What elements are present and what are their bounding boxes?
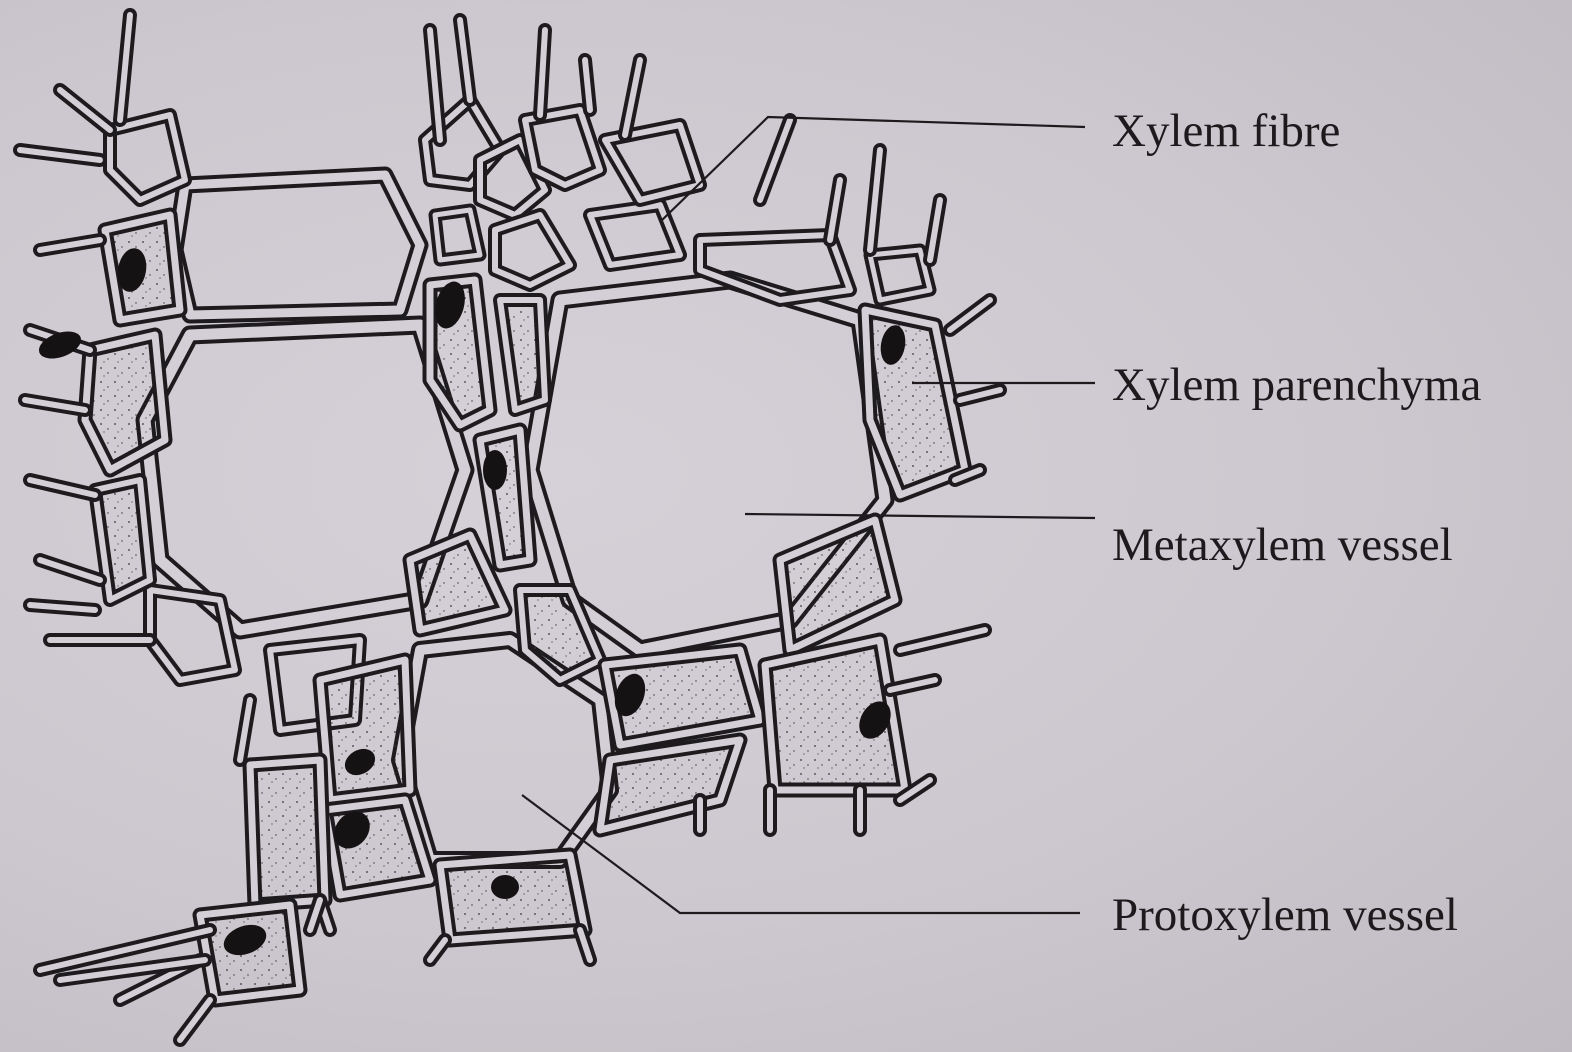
cell-wall-stub: [950, 300, 990, 330]
label-xylem-parenchyma: Xylem parenchyma: [1112, 362, 1481, 409]
xylem-fibre: [525, 110, 600, 185]
xylem-parenchyma: [320, 660, 410, 800]
xylem-fibre: [150, 590, 235, 680]
xylem-parenchyma: [440, 855, 585, 940]
xylem-fibre: [435, 210, 480, 260]
label-metaxylem-vessel: Metaxylem vessel: [1112, 522, 1453, 569]
nucleus: [491, 875, 519, 899]
label-xylem-fibre: Xylem fibre: [1112, 108, 1340, 155]
xylem-fibre: [495, 215, 570, 285]
xylem-parenchyma: [325, 800, 430, 895]
xylem-parenchyma: [780, 520, 895, 650]
cell-wall-stub: [760, 120, 790, 200]
xylem-fibre: [870, 250, 930, 300]
xylem-parenchyma: [85, 335, 165, 470]
xylem-parenchyma: [250, 760, 325, 905]
xylem-fibre: [590, 205, 680, 265]
xylem-fibre: [110, 115, 185, 200]
nucleus: [483, 450, 507, 490]
metaxylem-vessel-top-left: [175, 175, 420, 315]
leader-metaxylem-vessel: [745, 514, 1095, 518]
xylem-parenchyma: [480, 430, 530, 565]
label-protoxylem-vessel: Protoxylem vessel: [1112, 892, 1458, 939]
cell-wall-stub: [60, 90, 110, 130]
xylem-parenchyma: [500, 300, 545, 410]
cell-wall-stub: [180, 1000, 210, 1040]
xylem-parenchyma: [600, 740, 740, 830]
